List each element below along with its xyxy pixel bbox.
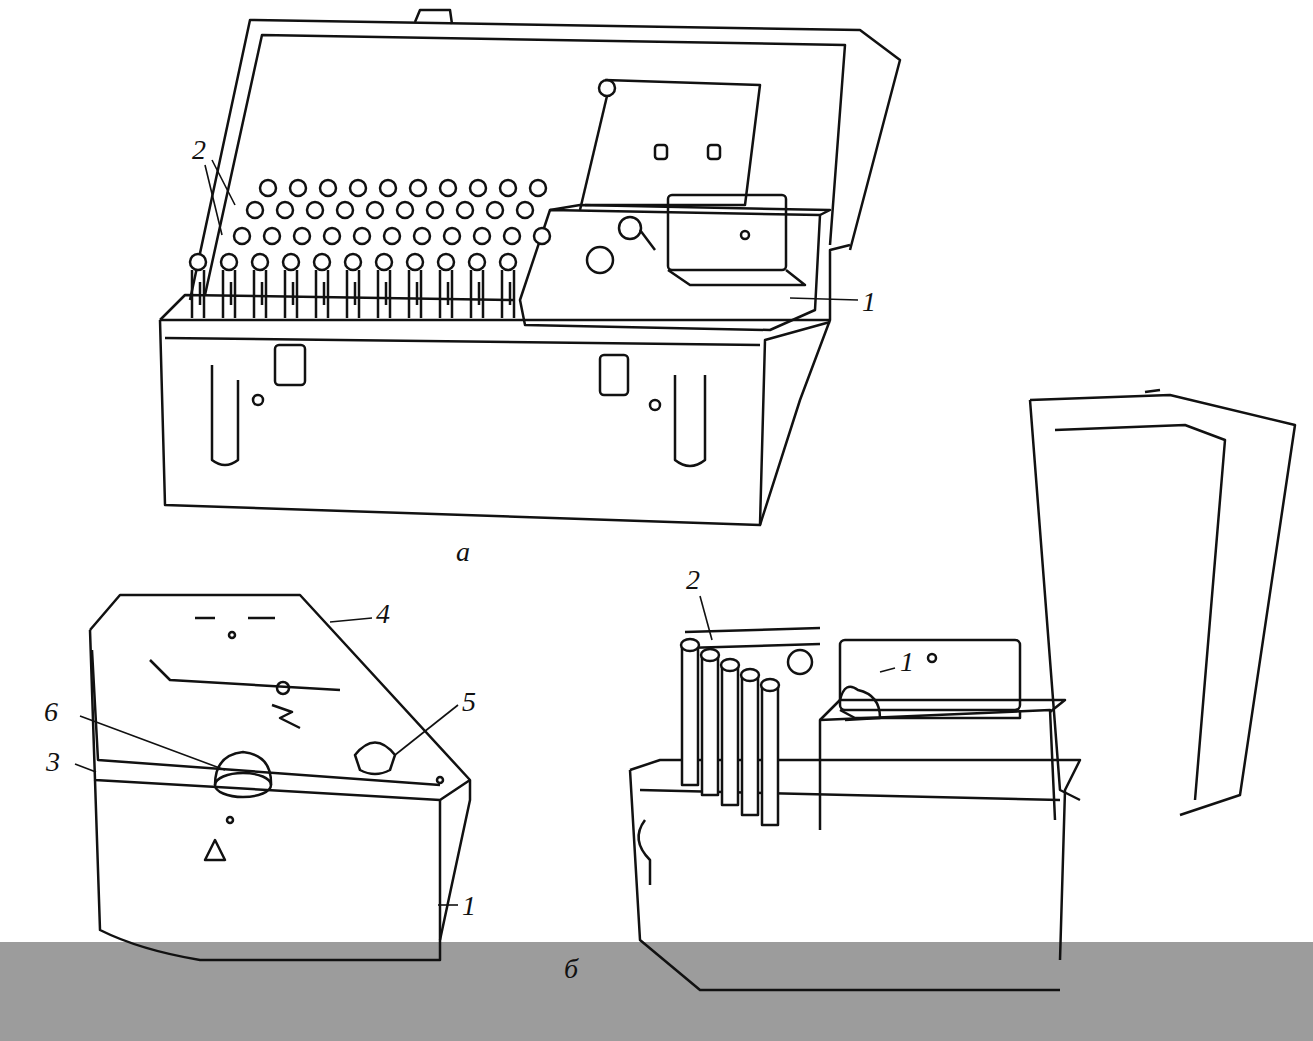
- dosimeter-body: [682, 645, 698, 785]
- dosimeter-cap: [438, 254, 454, 270]
- dosimeter-cap: [234, 228, 250, 244]
- dosimeter-body: [254, 270, 266, 318]
- dosimeter-cap: [294, 228, 310, 244]
- dosimeter-cap: [534, 228, 550, 244]
- callout-number: б: [564, 955, 578, 983]
- dosimeter-body: [192, 270, 204, 318]
- dosimeter-cap: [384, 228, 400, 244]
- dosimeter-body: [742, 675, 758, 815]
- dosimeter-cap: [283, 254, 299, 270]
- callout-number: 2: [192, 136, 206, 164]
- dosimeter-cap: [264, 228, 280, 244]
- dosimeter-cap: [397, 202, 413, 218]
- dosimeter-cap: [376, 254, 392, 270]
- callout-number: 5: [462, 688, 476, 716]
- dosimeter-cap: [517, 202, 533, 218]
- dosimeter-cap: [247, 202, 263, 218]
- dosimeter-body: [316, 270, 328, 318]
- dosimeter-body: [702, 655, 718, 795]
- dosimeter-cap: [440, 180, 456, 196]
- dosimeter-cap: [277, 202, 293, 218]
- dosimeter-cap: [427, 202, 443, 218]
- dosimeter-cap: [320, 180, 336, 196]
- dosimeter-cap: [314, 254, 330, 270]
- dosimeter-body: [409, 270, 421, 318]
- dosimeter-cap: [337, 202, 353, 218]
- dosimeter-cap: [761, 679, 779, 691]
- dosimeter-cap: [470, 180, 486, 196]
- callout-number: 3: [46, 748, 60, 776]
- dosimeter-cap: [190, 254, 206, 270]
- dosimeter-cap: [260, 180, 276, 196]
- dosimeter-cap: [487, 202, 503, 218]
- dosimeter-cap: [324, 228, 340, 244]
- dosimeter-cap: [290, 180, 306, 196]
- dosimeter-cap: [380, 180, 396, 196]
- dosimeter-body: [502, 270, 514, 318]
- dosimeter-cap: [530, 180, 546, 196]
- dosimeter-cap: [307, 202, 323, 218]
- callout-number: 6: [44, 698, 58, 726]
- callout-number: 4: [376, 600, 390, 628]
- dosimeter-cap: [474, 228, 490, 244]
- callout-number: а: [456, 538, 470, 566]
- callout-number: 1: [862, 288, 876, 316]
- dosimeter-body: [471, 270, 483, 318]
- dosimeter-cap: [252, 254, 268, 270]
- dosimeter-cap: [500, 180, 516, 196]
- dosimeter-cap: [457, 202, 473, 218]
- dosimeter-body: [762, 685, 778, 825]
- dosimeter-cap: [367, 202, 383, 218]
- dosimeter-cap: [681, 639, 699, 651]
- callout-number: 1: [900, 648, 914, 676]
- dosimeter-cap: [407, 254, 423, 270]
- dosimeter-cap: [469, 254, 485, 270]
- dosimeter-cap: [741, 669, 759, 681]
- dosimeter-cap: [504, 228, 520, 244]
- callout-number: 2: [686, 566, 700, 594]
- dosimeter-cap: [701, 649, 719, 661]
- dosimeter-body: [223, 270, 235, 318]
- dosimeter-cap: [354, 228, 370, 244]
- dosimeter-body: [378, 270, 390, 318]
- dosimeter-cap: [414, 228, 430, 244]
- dosimeter-cap: [345, 254, 361, 270]
- dosimeter-cap: [410, 180, 426, 196]
- dosimeter-body: [440, 270, 452, 318]
- dosimeter-body: [347, 270, 359, 318]
- callout-number: 1: [462, 892, 476, 920]
- dosimeter-cap: [444, 228, 460, 244]
- dosimeter-cap: [221, 254, 237, 270]
- dosimeter-cap: [500, 254, 516, 270]
- dosimeter-body: [722, 665, 738, 805]
- dosimeter-body: [285, 270, 297, 318]
- dosimeter-cap: [721, 659, 739, 671]
- dosimeter-cap: [350, 180, 366, 196]
